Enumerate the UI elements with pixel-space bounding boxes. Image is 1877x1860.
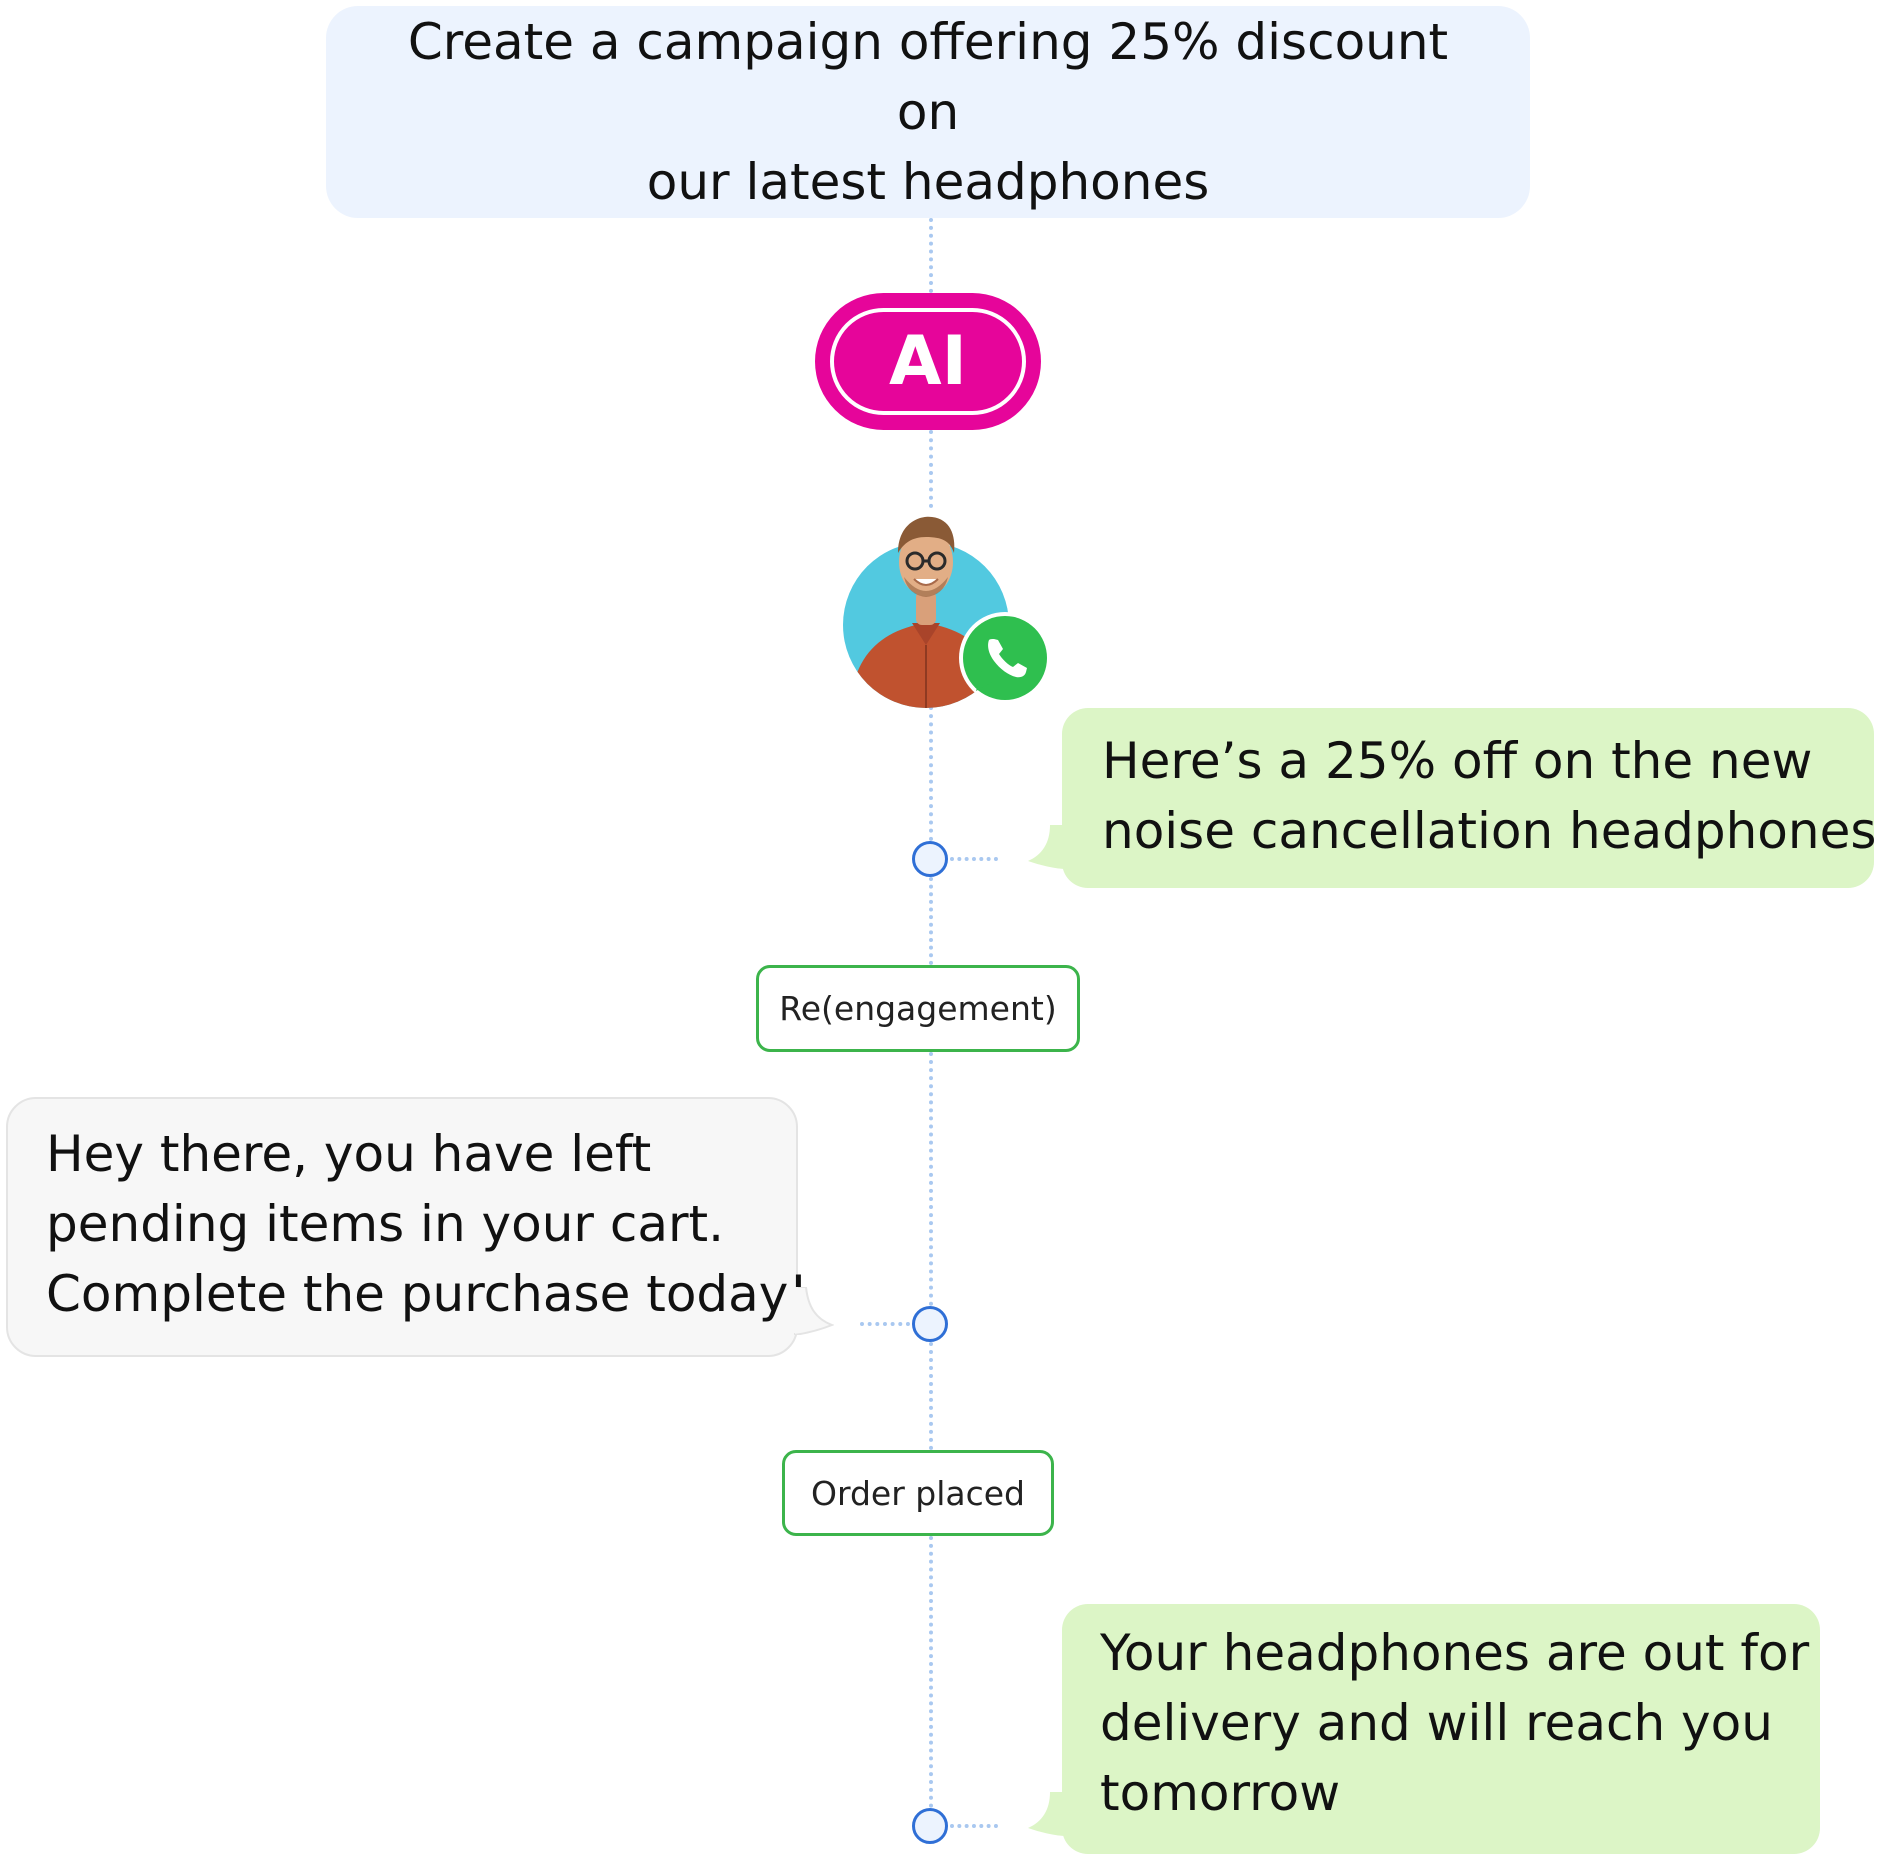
offer-line-2: noise cancellation headphones xyxy=(1102,802,1877,860)
connector-node3-delivery xyxy=(950,1824,998,1828)
connector-node2-tag2 xyxy=(929,1342,933,1450)
connector-node1-tag1 xyxy=(929,877,933,965)
whatsapp-icon xyxy=(959,612,1051,704)
reminder-bubble-tail xyxy=(794,1287,834,1335)
connector-prompt-ai xyxy=(929,218,933,293)
reminder-line-1: Hey there, you have left xyxy=(46,1125,652,1183)
reminder-message-bubble: Hey there, you have left pending items i… xyxy=(6,1097,808,1357)
offer-bubble-tail xyxy=(1028,825,1068,869)
status-tag-reengagement: Re(engagement) xyxy=(756,965,1080,1052)
ai-badge-label: AI xyxy=(830,308,1026,415)
connector-node2-reminder xyxy=(860,1322,910,1326)
reminder-line-3: Complete the purchase today! xyxy=(46,1265,809,1323)
person-head xyxy=(898,516,955,625)
avatar xyxy=(843,516,1051,708)
connector-tag1-node2 xyxy=(929,1052,933,1306)
delivery-line-1: Your headphones are out for xyxy=(1100,1624,1810,1682)
ai-badge: AI xyxy=(815,293,1041,430)
prompt-line-1: Create a campaign offering 25% discount … xyxy=(407,13,1449,141)
campaign-prompt: Create a campaign offering 25% discount … xyxy=(326,6,1530,218)
timeline-node-offer xyxy=(912,841,948,877)
connector-tag2-node3 xyxy=(929,1536,933,1808)
offer-message-bubble: Here’s a 25% off on the new noise cancel… xyxy=(1062,708,1877,888)
timeline-node-delivery xyxy=(912,1808,948,1844)
timeline-node-reminder xyxy=(912,1306,948,1342)
prompt-line-2: our latest headphones xyxy=(646,153,1210,211)
delivery-line-3: tomorrow xyxy=(1100,1764,1341,1822)
connector-ai-avatar xyxy=(929,430,933,508)
delivery-line-2: delivery and will reach you xyxy=(1100,1694,1773,1752)
status-tag-order-placed: Order placed xyxy=(782,1450,1054,1536)
offer-line-1: Here’s a 25% off on the new xyxy=(1102,732,1813,790)
reminder-line-2: pending items in your cart. xyxy=(46,1195,725,1253)
delivery-message-bubble: Your headphones are out for delivery and… xyxy=(1062,1604,1820,1854)
delivery-bubble-tail xyxy=(1028,1792,1068,1836)
connector-node1-offer xyxy=(950,857,998,861)
connector-avatar-node1 xyxy=(929,706,933,841)
